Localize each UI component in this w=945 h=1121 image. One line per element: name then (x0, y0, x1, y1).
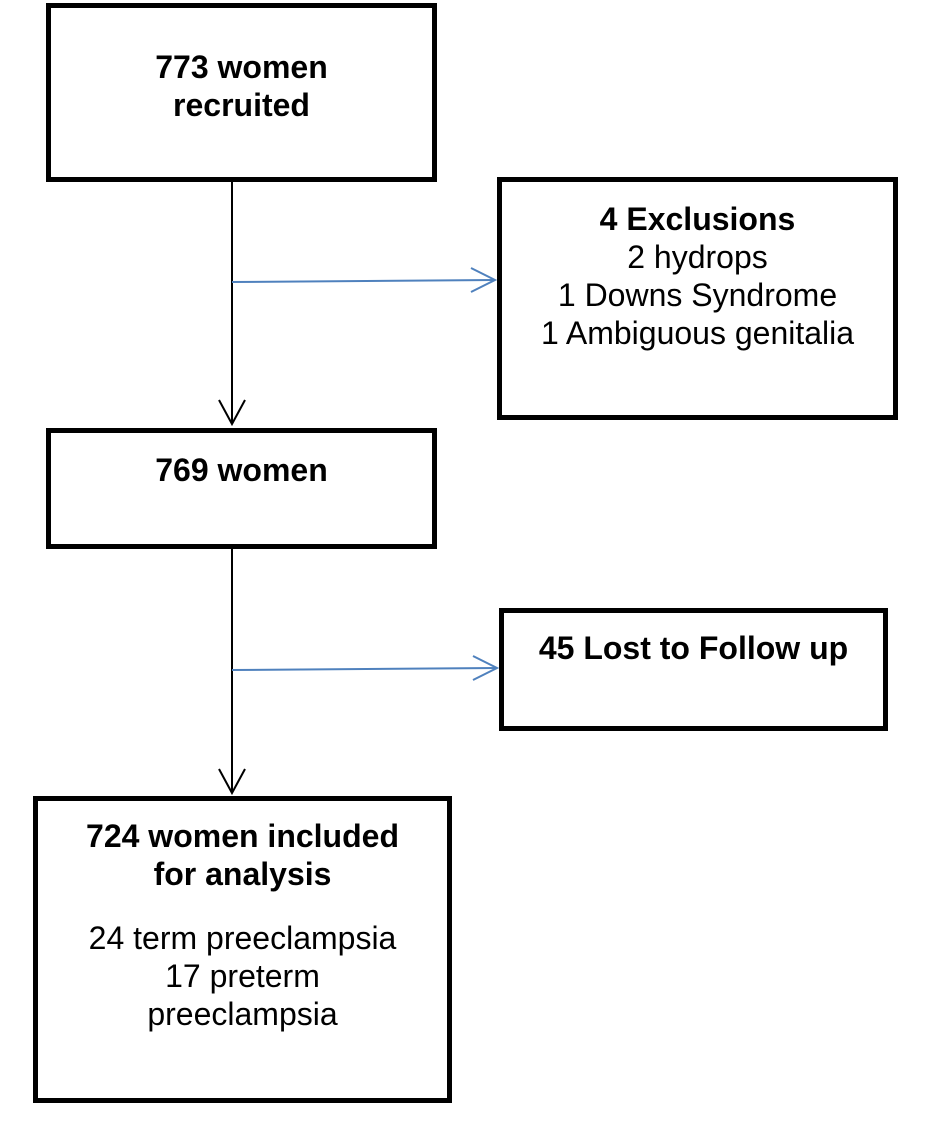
arrowhead-to-lost (472, 655, 500, 681)
exclusion-item: 1 Downs Syndrome (557, 277, 838, 313)
analysis-detail: preeclampsia (147, 996, 338, 1032)
analysis-box: 724 women included for analysis 24 term … (33, 796, 452, 1103)
exclusions-box: 4 Exclusions 2 hydrops 1 Downs Syndrome … (497, 177, 898, 420)
spacer (38, 893, 447, 919)
analysis-detail: 24 term preeclampsia (88, 920, 397, 956)
exclusions-heading: 4 Exclusions (599, 201, 796, 237)
exclusion-item: 1 Ambiguous genitalia (540, 315, 855, 351)
analysis-heading-line-1: 724 women included (86, 818, 399, 854)
analysis-detail: 17 preterm (165, 958, 320, 994)
recruited-line-1: 773 women (155, 49, 328, 85)
recruited-line-2: recruited (173, 87, 310, 123)
arrowhead-to-exclusions (470, 267, 498, 293)
arrow-to-exclusions (231, 279, 496, 283)
remaining-label: 769 women (155, 452, 328, 488)
lost-to-follow-up-box: 45 Lost to Follow up (499, 608, 888, 731)
exclusion-item: 2 hydrops (627, 239, 768, 275)
arrowhead-769-to-analysis (218, 768, 246, 796)
analysis-heading-line-2: for analysis (153, 856, 332, 892)
lost-label: 45 Lost to Follow up (538, 630, 849, 666)
recruited-box: 773 women recruited (46, 3, 437, 182)
arrow-to-lost (231, 667, 498, 671)
arrowhead-recruited-to-769 (218, 399, 246, 427)
remaining-box: 769 women (46, 428, 437, 549)
